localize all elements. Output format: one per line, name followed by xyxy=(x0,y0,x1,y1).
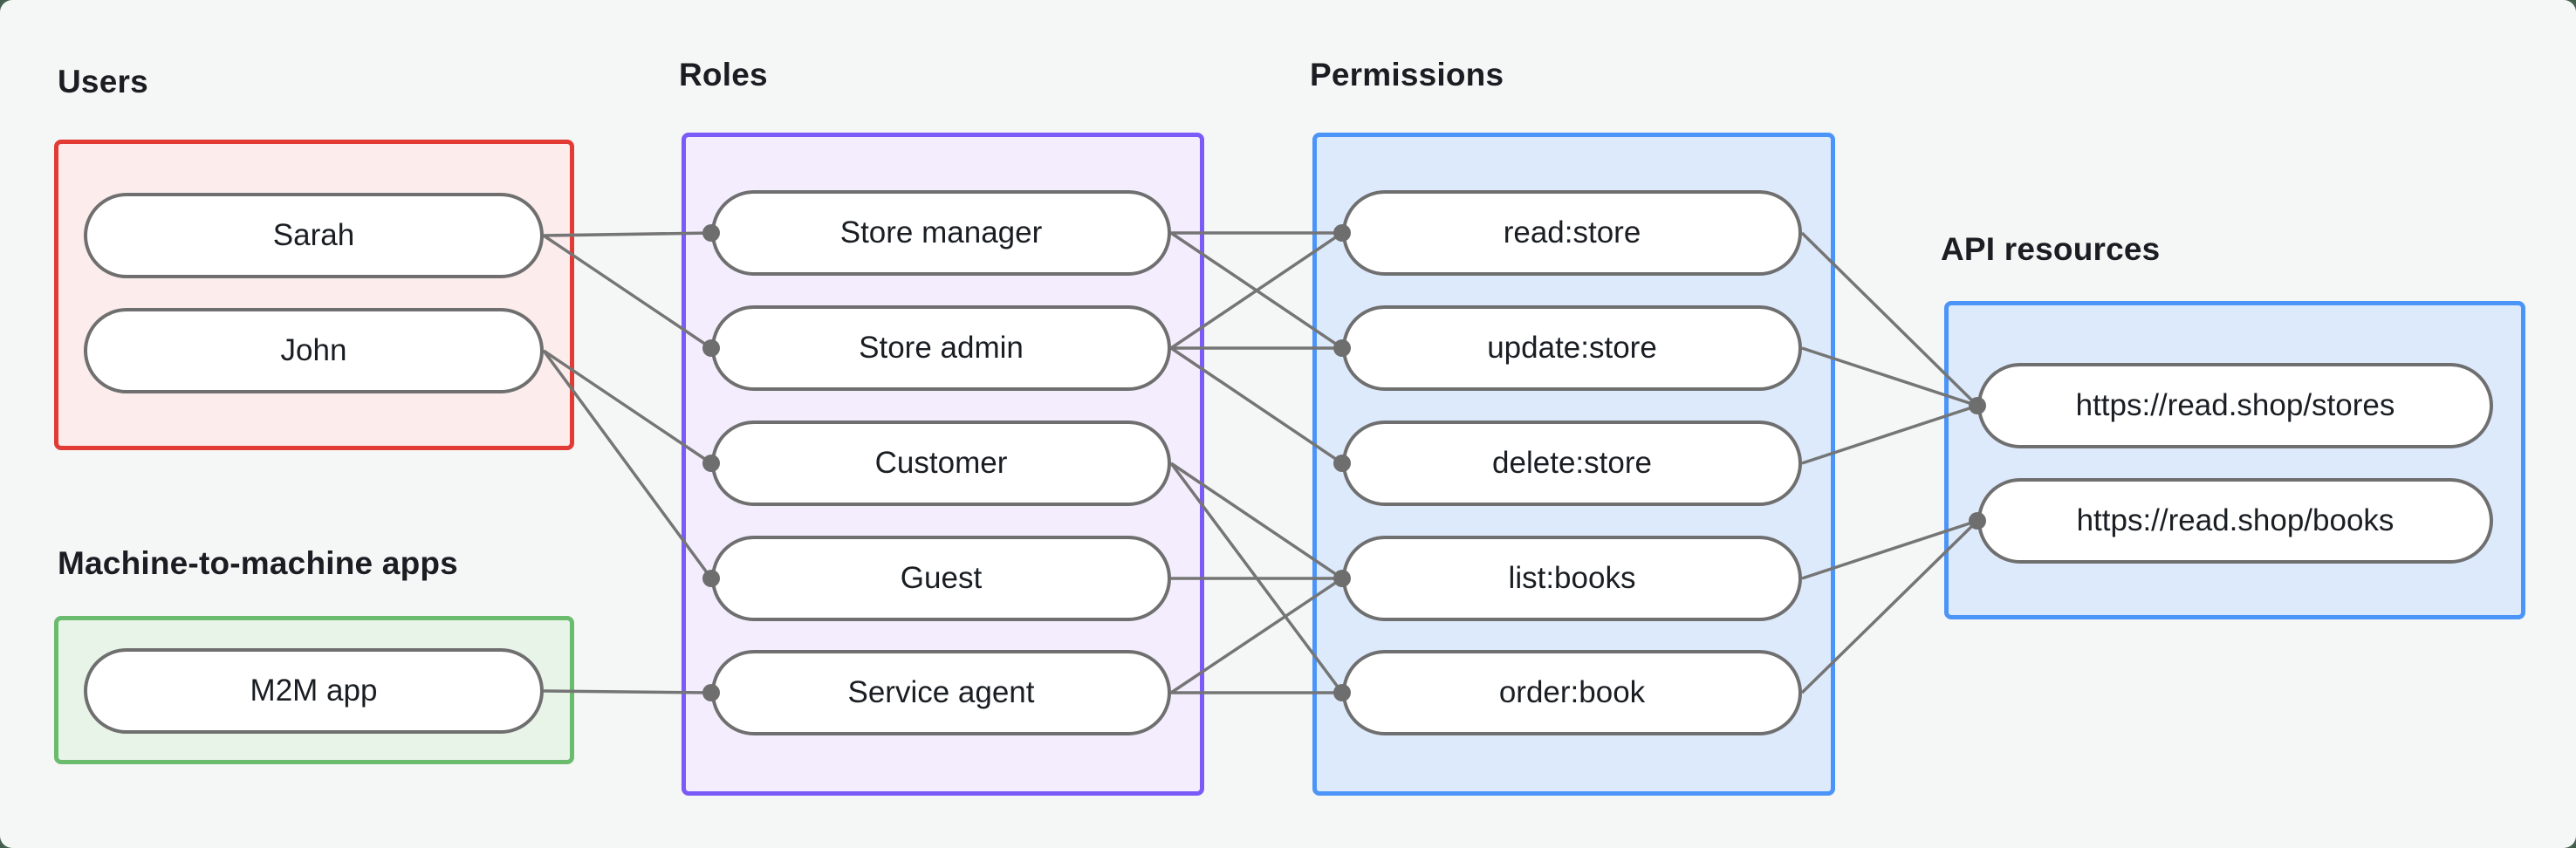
node-store-manager: Store manager xyxy=(711,190,1171,276)
users-group-box xyxy=(54,140,574,450)
node-update-store: update:store xyxy=(1342,305,1802,391)
node-delete-store-label: delete:store xyxy=(1492,446,1652,480)
node-books: https://read.shop/books xyxy=(1977,478,2493,564)
node-m2m-app: M2M app xyxy=(84,648,544,734)
node-update-store-label: update:store xyxy=(1487,331,1657,365)
node-list-books: list:books xyxy=(1342,536,1802,621)
node-delete-store: delete:store xyxy=(1342,421,1802,506)
node-john: John xyxy=(84,308,544,393)
node-order-book: order:book xyxy=(1342,650,1802,735)
node-store-admin-label: Store admin xyxy=(859,331,1024,365)
node-stores: https://read.shop/stores xyxy=(1977,363,2493,448)
node-service-agent-label: Service agent xyxy=(847,675,1035,709)
node-books-label: https://read.shop/books xyxy=(2076,503,2394,537)
node-john-label: John xyxy=(280,333,347,367)
node-service-agent: Service agent xyxy=(711,650,1171,735)
node-order-book-label: order:book xyxy=(1498,675,1646,709)
api-resources-label: API resources xyxy=(1941,231,2161,267)
node-stores-label: https://read.shop/stores xyxy=(2075,388,2395,422)
node-store-admin: Store admin xyxy=(711,305,1171,391)
node-sarah: Sarah xyxy=(84,193,544,278)
permissions-label: Permissions xyxy=(1310,57,1504,92)
node-guest-label: Guest xyxy=(900,561,983,595)
node-store-manager-label: Store manager xyxy=(839,215,1043,250)
node-customer-label: Customer xyxy=(874,446,1008,480)
node-read-store: read:store xyxy=(1342,190,1802,276)
node-customer: Customer xyxy=(711,421,1171,506)
m2m-label: Machine-to-machine apps xyxy=(58,545,458,581)
node-guest: Guest xyxy=(711,536,1171,621)
users-label: Users xyxy=(58,64,148,99)
node-read-store-label: read:store xyxy=(1503,215,1641,250)
api-resources-group-box xyxy=(1944,301,2525,619)
node-m2m-app-label: M2M app xyxy=(250,674,378,708)
node-sarah-label: Sarah xyxy=(272,218,355,252)
roles-label: Roles xyxy=(679,57,768,92)
node-list-books-label: list:books xyxy=(1508,561,1636,595)
